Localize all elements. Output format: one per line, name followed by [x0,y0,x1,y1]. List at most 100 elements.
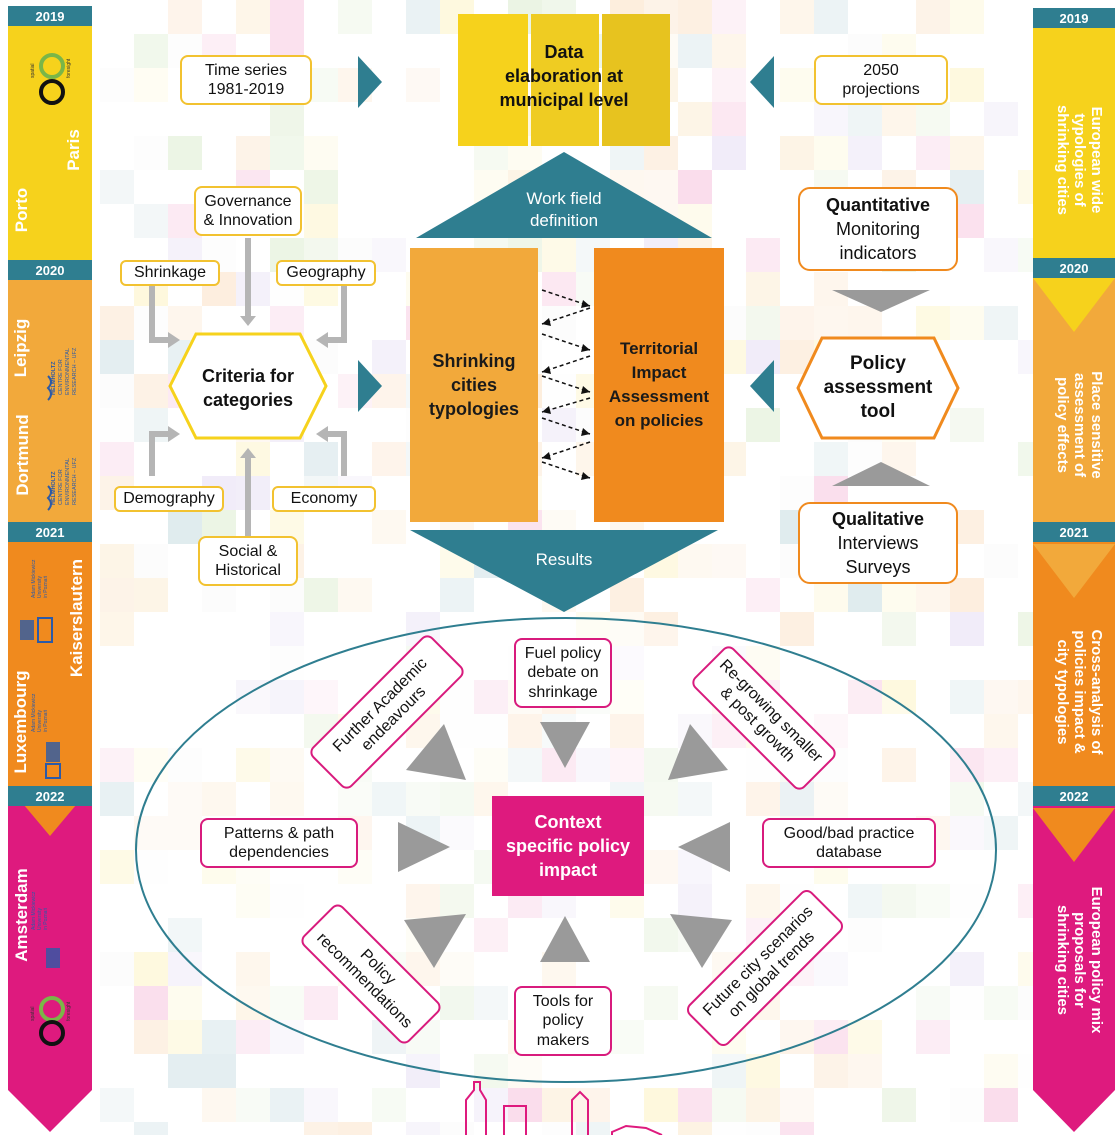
mosaic-tile [678,170,712,204]
mosaic-tile [882,1088,916,1122]
mosaic-tile [678,34,712,68]
mosaic-tile [644,1088,678,1122]
mosaic-tile [372,238,406,272]
mosaic-tile [712,544,746,578]
mosaic-tile [406,68,440,102]
mosaic-tile [882,612,916,646]
mosaic-tile [984,1088,1018,1122]
mosaic-tile [270,0,304,34]
mosaic-tile [576,1122,610,1135]
mosaic-tile [100,306,134,340]
geography-box: Geography [276,260,376,286]
mosaic-tile [780,612,814,646]
mosaic-tile [100,850,134,884]
mosaic-tile [916,884,950,918]
helmholtz-logo-2: HELMHOLTZ CENTRE FOR ENVIRONMENTAL RESEA… [46,457,78,511]
mosaic-tile [168,510,202,544]
mosaic-tile [882,102,916,136]
svg-text:University: University [37,576,43,598]
mosaic-tile [950,952,984,986]
mosaic-tile [746,408,780,442]
svg-text:Adam Mickiewicz: Adam Mickiewicz [31,559,37,598]
mosaic-tile [780,0,814,34]
mosaic-tile [168,1054,202,1088]
demography-box: Demography [114,486,224,512]
mosaic-tile [440,986,474,1020]
shrinkage-box: Shrinkage [120,260,220,286]
mosaic-tile [712,102,746,136]
mosaic-tile [236,136,270,170]
mosaic-tile [610,748,644,782]
mosaic-tile [134,1122,168,1135]
mosaic-tile [610,680,644,714]
left-year-2022: 2022 [8,786,92,806]
mosaic-tile [950,680,984,714]
mosaic-tile [236,1020,270,1054]
mosaic-tile [984,748,1018,782]
mosaic-tile [270,1088,304,1122]
mosaic-tile [474,680,508,714]
mosaic-tile [270,986,304,1020]
svg-text:HELMHOLTZ: HELMHOLTZ [51,361,57,395]
mosaic-tile [950,782,984,816]
mosaic-tile [100,1088,134,1122]
mosaic-tile [610,1020,644,1054]
mosaic-tile [134,374,168,408]
mosaic-tile [746,238,780,272]
mosaic-tile [644,986,678,1020]
mosaic-tile [916,1020,950,1054]
mosaic-tile [100,952,134,986]
right-year-2019: 2019 [1033,8,1115,28]
mosaic-tile [202,1088,236,1122]
economy-box: Economy [272,486,376,512]
mosaic-tile [950,986,984,1020]
svg-text:RESEARCH – UFZ: RESEARCH – UFZ [72,347,78,395]
svg-text:University: University [37,710,43,732]
mosaic-tile [440,782,474,816]
mosaic-tile [406,0,440,34]
mosaic-tile [168,0,202,34]
mosaic-tile [746,1088,780,1122]
mosaic-tile [474,714,508,748]
mosaic-tile [712,68,746,102]
spatial-foresight-logo-bottom: spatial foresight [30,996,72,1046]
mosaic-tile [338,578,372,612]
left-timeline [8,22,92,1132]
mosaic-tile [440,578,474,612]
mosaic-tile [814,952,848,986]
mosaic-tile [746,578,780,612]
mosaic-tile [950,0,984,34]
svg-text:ENVIRONMENTAL: ENVIRONMENTAL [65,348,71,395]
mosaic-tile [236,0,270,34]
mosaic-tile [134,204,168,238]
mosaic-tile [304,170,338,204]
mosaic-tile [610,612,644,646]
mosaic-tile [542,408,576,442]
mosaic-tile [270,102,304,136]
mosaic-tile [848,306,882,340]
mosaic-tile [134,578,168,612]
mosaic-tile [100,340,134,374]
mosaic-tile [236,884,270,918]
mosaic-tile [712,136,746,170]
mosaic-tile [712,1088,746,1122]
mosaic-tile [814,0,848,34]
mosaic-tile [134,136,168,170]
mosaic-tile [304,986,338,1020]
mosaic-tile [848,102,882,136]
governance-box: Governance& Innovation [194,186,302,236]
mosaic-tile [678,1122,712,1135]
mosaic-tile [236,442,270,476]
mosaic-tile [406,884,440,918]
mosaic-tile [236,952,270,986]
mosaic-tile [882,748,916,782]
mosaic-tile [168,782,202,816]
mosaic-tile [814,1054,848,1088]
mosaic-tile [950,1088,984,1122]
